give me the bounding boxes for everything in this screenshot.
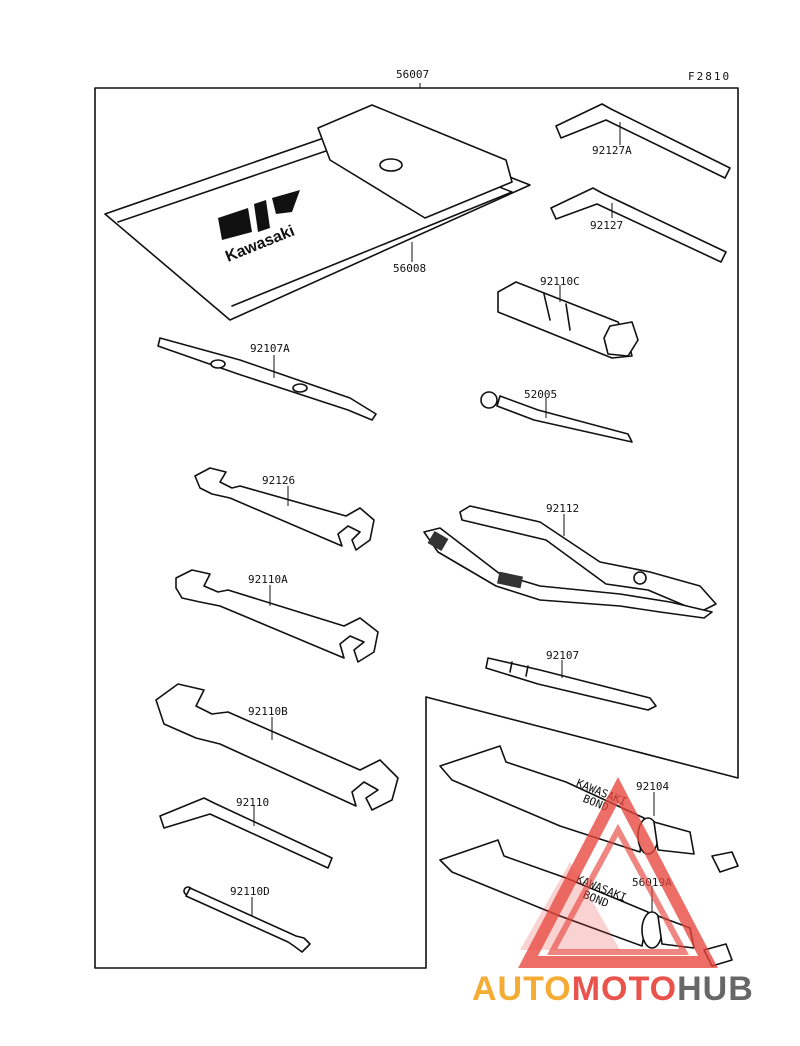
part-label-92112: 92112 (546, 502, 579, 515)
watermark-part-hub: HUB (677, 970, 754, 1008)
automotohub-watermark: AUTOMOTOHUB (472, 777, 754, 1008)
screwdriver-92107a (157, 337, 377, 421)
screwdriver-handle-52005 (480, 391, 633, 443)
part-label-92107a: 92107A (250, 342, 290, 355)
part-label-52005: 52005 (524, 388, 557, 401)
part-label-92110c: 92110C (540, 275, 580, 288)
screwdriver-92107 (485, 657, 657, 711)
part-label-92110d: 92110D (230, 885, 270, 898)
watermark-part-moto: MOTO (572, 970, 677, 1008)
figure-code: F2810 (688, 70, 731, 83)
rod-92110d (183, 886, 311, 953)
part-label-92110a: 92110A (248, 573, 288, 586)
assembly-label: 56007 (396, 68, 429, 81)
part-label-92104: 92104 (636, 780, 669, 793)
pliers-92112 (423, 505, 717, 619)
part-label-92127a: 92127A (592, 144, 632, 157)
part-label-92127: 92127 (590, 219, 623, 232)
part-label-92126: 92126 (262, 474, 295, 487)
watermark-part-auto: AUTO (472, 970, 572, 1008)
part-label-92107: 92107 (546, 649, 579, 662)
hex-key-92127a (555, 103, 731, 179)
tool-pouch: Kawasaki (104, 104, 531, 321)
part-label-92110: 92110 (236, 796, 269, 809)
wrench-92110b (155, 683, 399, 811)
watermark-triangle-logo (518, 777, 718, 968)
wrench-92126 (194, 467, 375, 551)
hex-key-92110 (159, 797, 333, 869)
spark-plug-socket-92110c (497, 281, 639, 359)
wrench-92110a (175, 569, 379, 663)
watermark-text: AUTOMOTOHUB (472, 970, 754, 1008)
part-label-92110b: 92110B (248, 705, 288, 718)
hex-key-92127 (550, 187, 727, 263)
frame-outline (94, 87, 739, 969)
part-label-56008: 56008 (393, 262, 426, 275)
